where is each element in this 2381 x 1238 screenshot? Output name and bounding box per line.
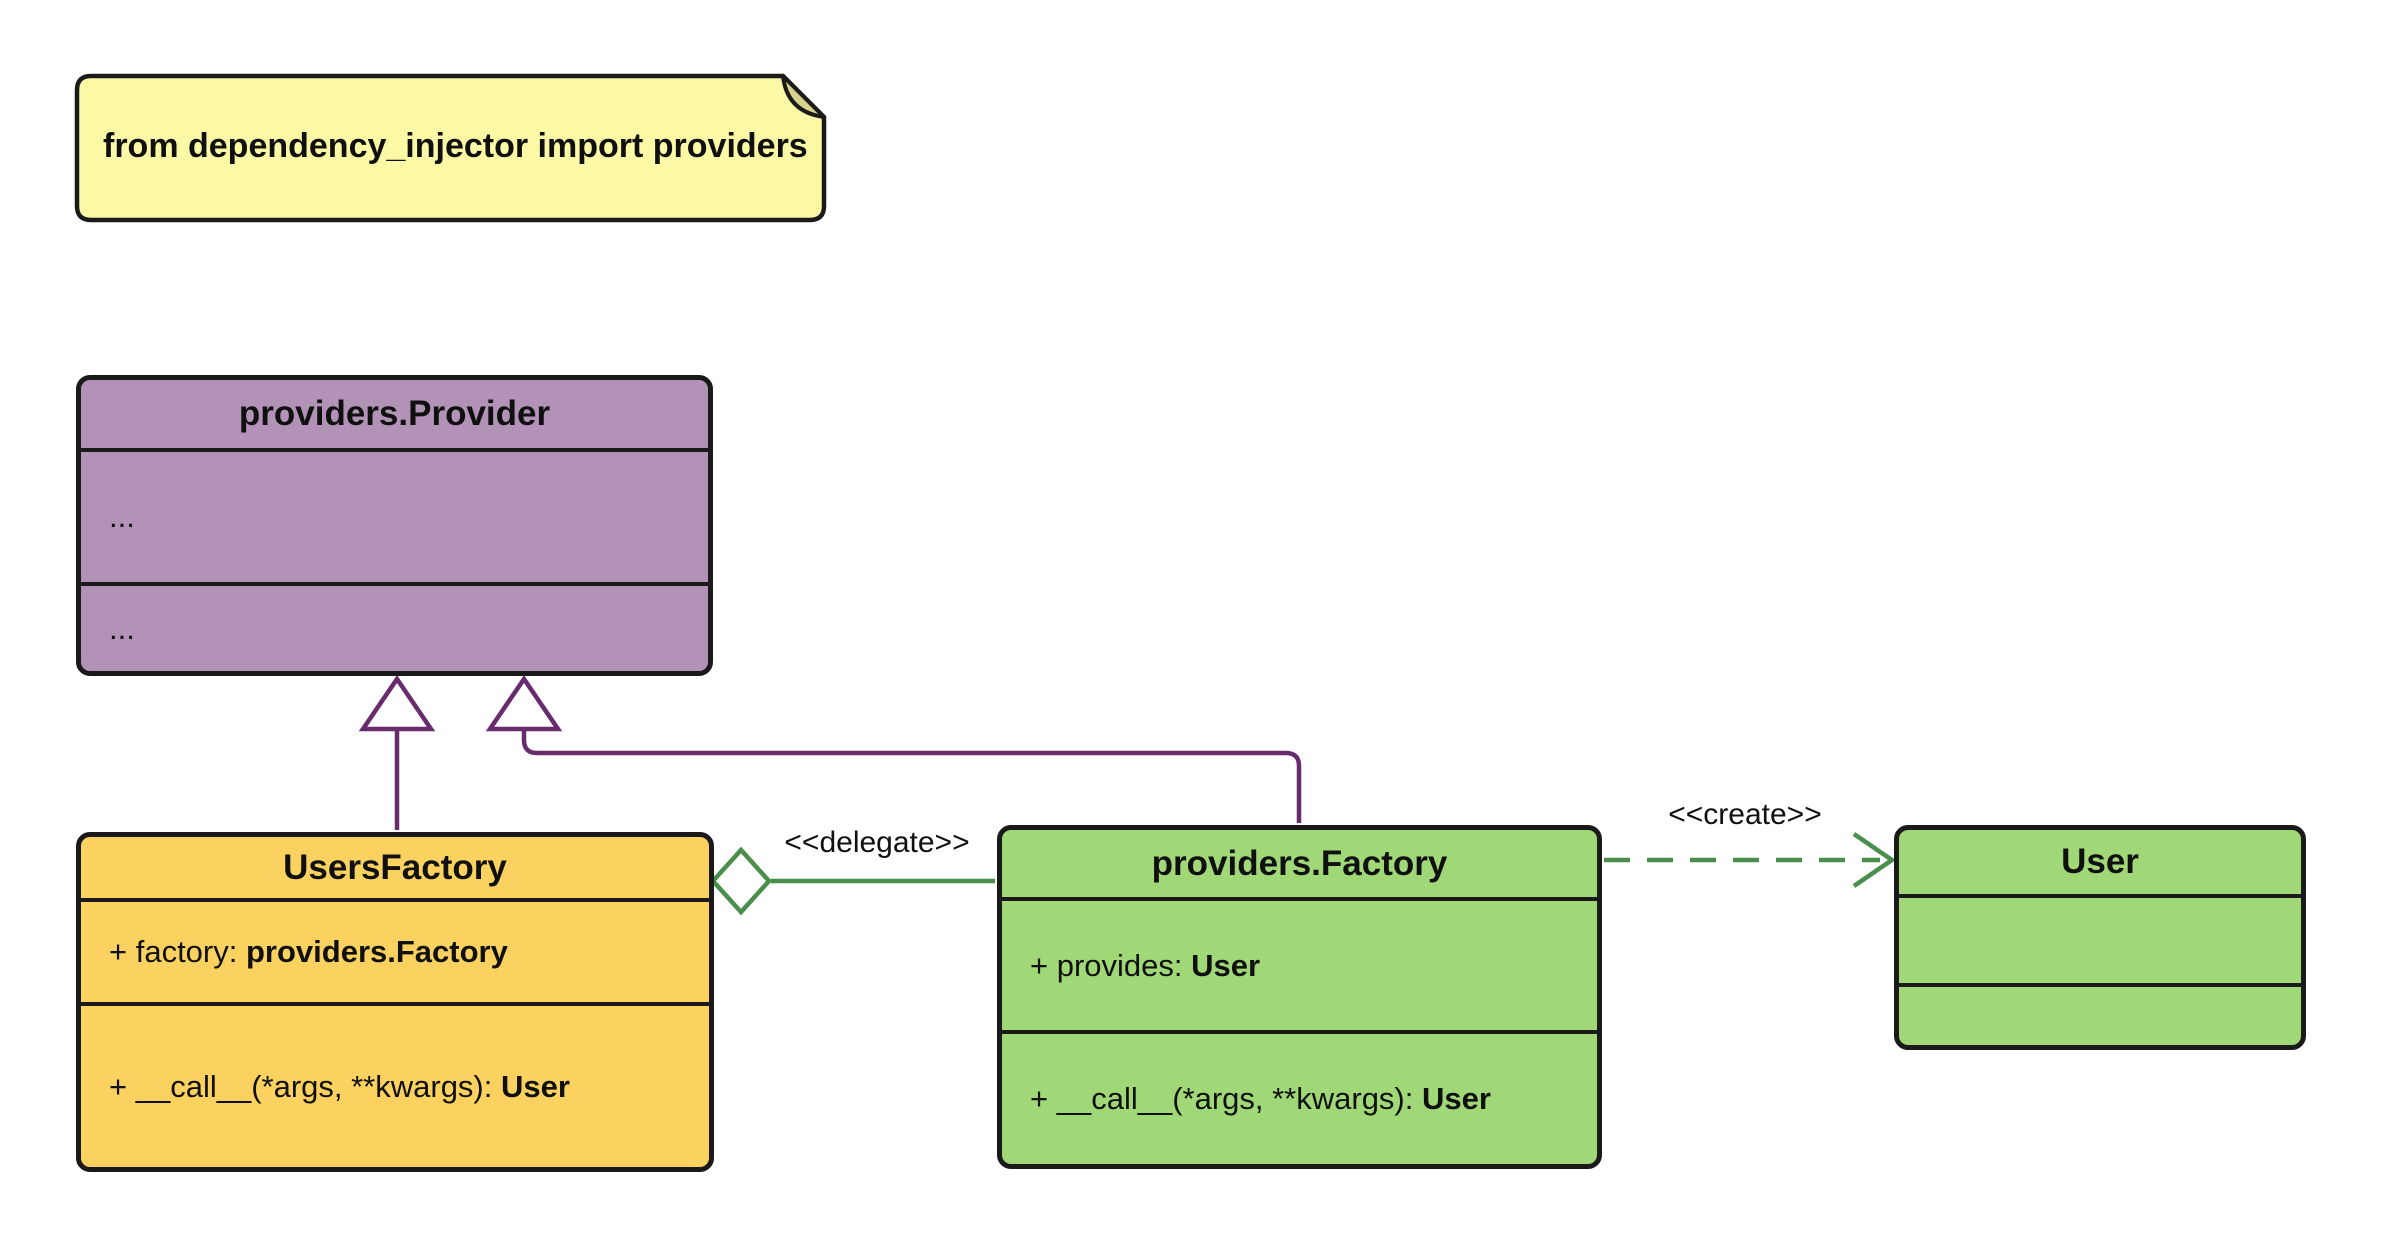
class-attributes-providers-factory: + provides: User (1002, 897, 1597, 1030)
class-attributes-providers-provider: ... (81, 448, 708, 582)
import-note: from dependency_injector import provider… (103, 72, 808, 220)
create-label: <<create>> (1668, 798, 1822, 831)
attribute-type: providers.Factory (245, 934, 508, 969)
class-methods-providers-factory: + __call__(*args, **kwargs): User (1002, 1030, 1597, 1164)
class-attributes-user (1899, 894, 2301, 983)
class-attributes-usersfactory: + factory: providers.Factory (81, 898, 709, 1002)
method-return-type: User (1421, 1081, 1491, 1116)
class-methods-providers-provider: ... (81, 582, 708, 671)
class-providers-provider: providers.Provider ... ... (76, 375, 713, 676)
attribute-name: + provides: (1030, 947, 1192, 983)
class-methods-usersfactory: + __call__(*args, **kwargs): User (81, 1002, 709, 1167)
create-arrowhead-icon (1852, 832, 1896, 888)
import-note-text: from dependency_injector import provider… (103, 126, 808, 165)
inheritance-line-factory (521, 731, 1302, 823)
method-signature: + __call__(*args, **kwargs): (1030, 1081, 1422, 1116)
inheritance-triangle-factory (485, 674, 563, 732)
class-methods-user (1899, 983, 2301, 1045)
method-return-type: User (500, 1068, 570, 1104)
class-title-providers-factory: providers.Factory (1151, 843, 1448, 883)
class-user: User (1894, 825, 2306, 1050)
class-providers-factory: providers.Factory + provides: User + __c… (997, 825, 1602, 1169)
attribute-name: + factory: (109, 934, 246, 969)
aggregation-diamond-icon (709, 846, 773, 916)
inheritance-triangle-usersfactory (358, 674, 436, 732)
class-title-providers-provider: providers.Provider (238, 394, 551, 433)
class-title-user: User (2061, 842, 2139, 881)
attribute-type: User (1191, 947, 1261, 983)
method-signature: + __call__(*args, **kwargs): (109, 1068, 501, 1104)
delegate-label: <<delegate>> (784, 826, 970, 859)
class-title-usersfactory: UsersFactory (283, 847, 507, 887)
class-usersfactory: UsersFactory + factory: providers.Factor… (76, 832, 714, 1172)
